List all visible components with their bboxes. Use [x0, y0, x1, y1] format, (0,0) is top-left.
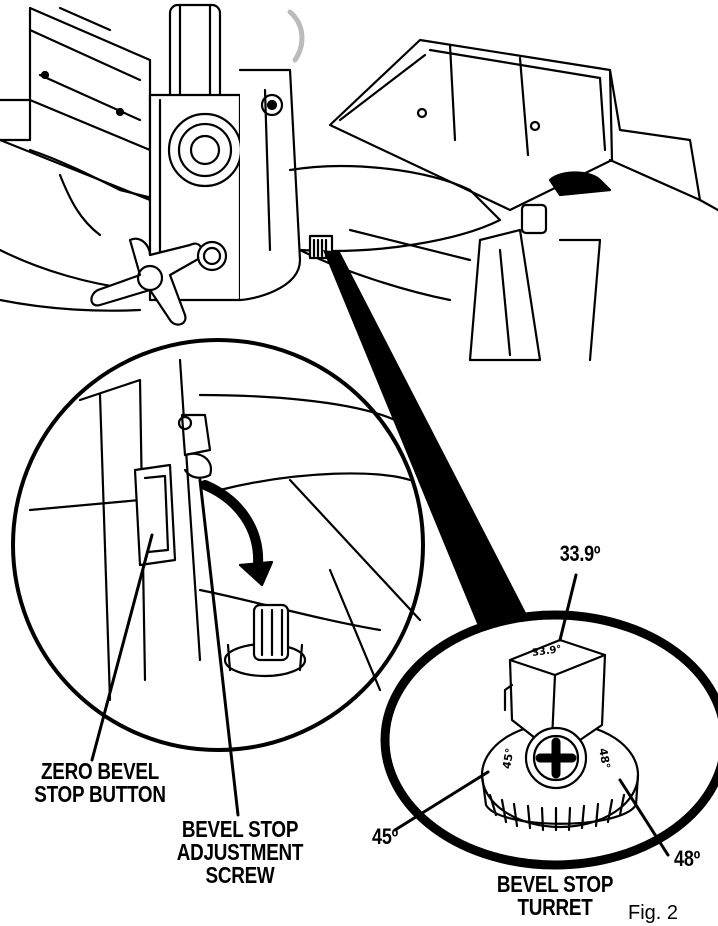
- zoom-wedge: [323, 250, 540, 660]
- bevel-stop-adjustment-screw-label: BEVEL STOP ADJUSTMENT SCREW: [176, 816, 304, 888]
- figure-label: Fig. 2: [628, 902, 679, 924]
- turret-detail: [380, 573, 718, 870]
- angle-45-label: 45º: [372, 824, 398, 849]
- angle-48-label: 48º: [674, 846, 700, 871]
- angle-33-9-label: 33.9º: [559, 541, 601, 566]
- detail-view: [11, 338, 425, 817]
- saw-overview: [0, 3, 718, 362]
- zero-bevel-stop-button-label: ZERO BEVEL STOP BUTTON: [34, 758, 166, 807]
- bevel-stop-turret-label: BEVEL STOP TURRET: [496, 871, 614, 920]
